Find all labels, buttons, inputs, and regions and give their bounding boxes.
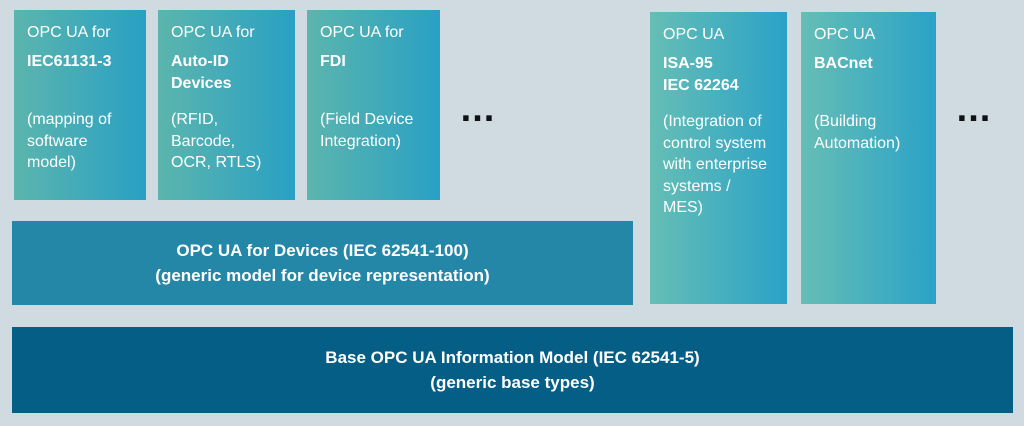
box-title: Auto-ID Devices — [171, 53, 232, 92]
base-model-layer-bar: Base OPC UA Information Model (IEC 62541… — [12, 327, 1013, 413]
box-description: (Integration of control system with ente… — [663, 113, 768, 216]
box-description: (Field Device Integration) — [320, 111, 414, 150]
box-title: BACnet — [814, 55, 873, 72]
box-title: IEC61131-3 — [27, 53, 112, 70]
box-description: (RFID, Barcode, OCR, RTLS) — [171, 111, 262, 171]
box-fdi: OPC UA for FDI (Field Device Integration… — [307, 10, 440, 200]
box-iec61131-3: OPC UA for IEC61131-3 (mapping of softwa… — [14, 10, 146, 200]
devices-layer-label: OPC UA for Devices (IEC 62541-100) (gene… — [155, 241, 490, 285]
box-description: (Building Automation) — [814, 113, 901, 152]
box-header: OPC UA for — [171, 24, 255, 41]
box-isa95-iec62264: OPC UA ISA-95 IEC 62264 (Integration of … — [650, 12, 787, 304]
box-header: OPC UA for — [27, 24, 111, 41]
base-model-layer-label: Base OPC UA Information Model (IEC 62541… — [325, 348, 700, 392]
box-header: OPC UA — [814, 26, 876, 43]
box-title: ISA-95 IEC 62264 — [663, 55, 739, 94]
box-header: OPC UA — [663, 26, 725, 43]
box-bacnet: OPC UA BACnet (Building Automation) — [801, 12, 936, 304]
box-auto-id-devices: OPC UA for Auto-ID Devices (RFID, Barcod… — [158, 10, 295, 200]
box-title: FDI — [320, 53, 346, 70]
ellipsis-right: ... — [956, 88, 992, 130]
box-header: OPC UA for — [320, 24, 404, 41]
ellipsis-left: ... — [460, 88, 496, 130]
devices-layer-bar: OPC UA for Devices (IEC 62541-100) (gene… — [12, 221, 633, 305]
box-description: (mapping of software model) — [27, 111, 112, 171]
